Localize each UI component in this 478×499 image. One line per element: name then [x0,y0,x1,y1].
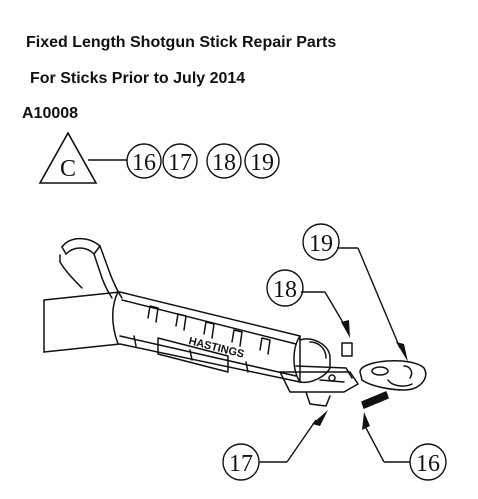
brand-label: HASTINGS [187,335,245,360]
callout-18: 18 [266,269,350,338]
callout-label: 18 [273,277,297,303]
legend-part-label: 17 [168,150,192,176]
callout-label: 19 [309,231,333,257]
part-number: A10008 [22,105,79,122]
legend-bubble [206,143,242,179]
shotgun-stick-drawing [43,237,427,409]
legend-bubble [244,143,280,179]
triangle-symbol-icon [38,131,98,184]
legend-part-label: 18 [212,150,236,176]
callout-label: 16 [416,451,440,477]
legend-part-label: 16 [132,150,156,176]
callout-label: 17 [229,451,253,477]
part-legend: C 16 17 18 19 [38,131,280,184]
page-subtitle: For Sticks Prior to July 2014 [30,70,246,87]
callout-17: 17 [222,410,328,481]
legend-part-label: 19 [250,150,274,176]
legend-bubble [162,143,198,179]
page-title: Fixed Length Shotgun Stick Repair Parts [26,34,337,51]
legend-bubble [126,143,162,179]
callout-19: 19 [302,223,408,362]
legend-symbol-letter: C [60,156,76,182]
callout-16: 16 [362,412,447,481]
